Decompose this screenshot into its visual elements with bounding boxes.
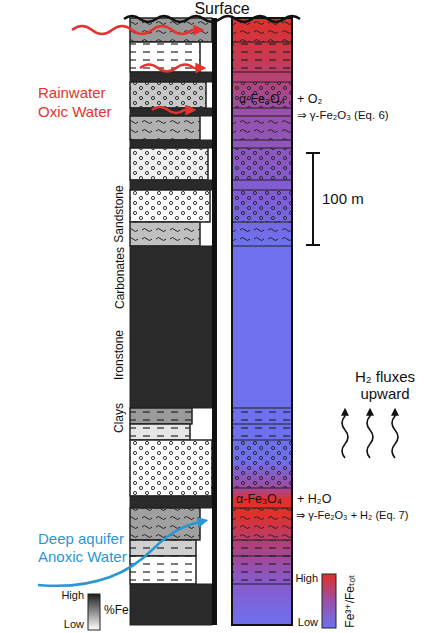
ironstone-layer [130,140,212,148]
layer-pattern [130,116,200,140]
ratio-fill [232,18,292,625]
reaction-label: ⇒ γ-Fe₂O₃ (Eq. 6) [297,109,389,122]
layer-pattern [232,556,292,584]
layer-pattern [130,82,206,108]
water-arrow [140,65,202,72]
ironstone-layer [130,108,212,116]
layer-pattern [232,116,292,140]
column-outline [232,18,292,625]
gradient-bar [322,574,336,628]
flux-label: H₂ fluxes upward [336,368,429,403]
legend-label: Fe³⁺/Feₜₒₜ [344,574,358,627]
layer-pattern [232,424,292,440]
carbonate-layer [130,116,200,140]
sandstone-layer [130,82,206,108]
ironstone-layer [130,180,212,190]
layer-pattern [232,440,292,488]
layer-pattern [232,222,292,246]
lithology-label: Clays [113,403,127,433]
water-arrow [152,107,192,113]
legend-label: %Fe [104,604,129,618]
reaction-label: α-Fe₃O₄ [239,92,285,106]
layer-pattern [232,42,292,72]
ironstone-layer [130,72,212,82]
water-label: Anoxic Water [38,548,127,565]
reaction-label: + H₂O [297,492,331,506]
layer-pattern [130,222,200,246]
legend-label: High [295,572,318,585]
lithology-label: Sandstone [113,185,127,242]
flux-arrow [367,411,373,458]
water-label: Rainwater [38,84,106,101]
layer-boundaries [232,42,292,584]
gradient-bar [88,594,100,630]
scale-bar [306,153,320,245]
water-arrow [38,521,204,586]
sandstone-layer [130,148,208,180]
layer-pattern [232,508,292,540]
oxidation-column [232,18,292,625]
layer-pattern [232,82,292,108]
layer-pattern [130,148,208,180]
legend-label: Low [64,618,84,631]
layer-pattern [130,540,196,556]
layer-pattern [232,540,292,556]
water-label: Deep aquifer [38,530,124,547]
layer-pattern [130,190,210,222]
clay-layer [130,540,196,556]
lithology-label: Carbonates [114,247,128,309]
flux-arrow [342,411,348,458]
reaction-label: ⇒ γ-Fe₂O₃ + H₂ (Eq. 7) [296,509,408,522]
layer-pattern [232,190,292,222]
layer-pattern [232,148,292,180]
heading-label: Surface [194,0,249,18]
lithology-label: Ironstone [113,330,127,380]
scale-label: 100 m [322,190,364,207]
carbonate-layer [130,222,200,246]
sandstone-layer [130,440,212,496]
ironstone-layer [130,584,212,625]
ironstone-layer [130,496,212,508]
sandstone-layer [130,190,210,222]
water-label: Oxic Water [38,103,112,120]
layer-pattern [130,424,190,440]
layer-pattern [130,408,192,424]
layer-pattern [232,408,292,424]
layer-pattern [130,440,212,496]
legend-label: Low [298,616,318,629]
clay-layer [130,424,190,440]
ironstone-layer [130,246,212,408]
legend-label: High [61,589,84,602]
column-divider [212,18,217,625]
clay-layer [130,408,192,424]
reaction-label: + O₂ [297,92,322,106]
water-arrow [72,26,200,34]
reaction-label: α-Fe₃O₄ [236,492,282,506]
flux-arrow [392,411,398,458]
